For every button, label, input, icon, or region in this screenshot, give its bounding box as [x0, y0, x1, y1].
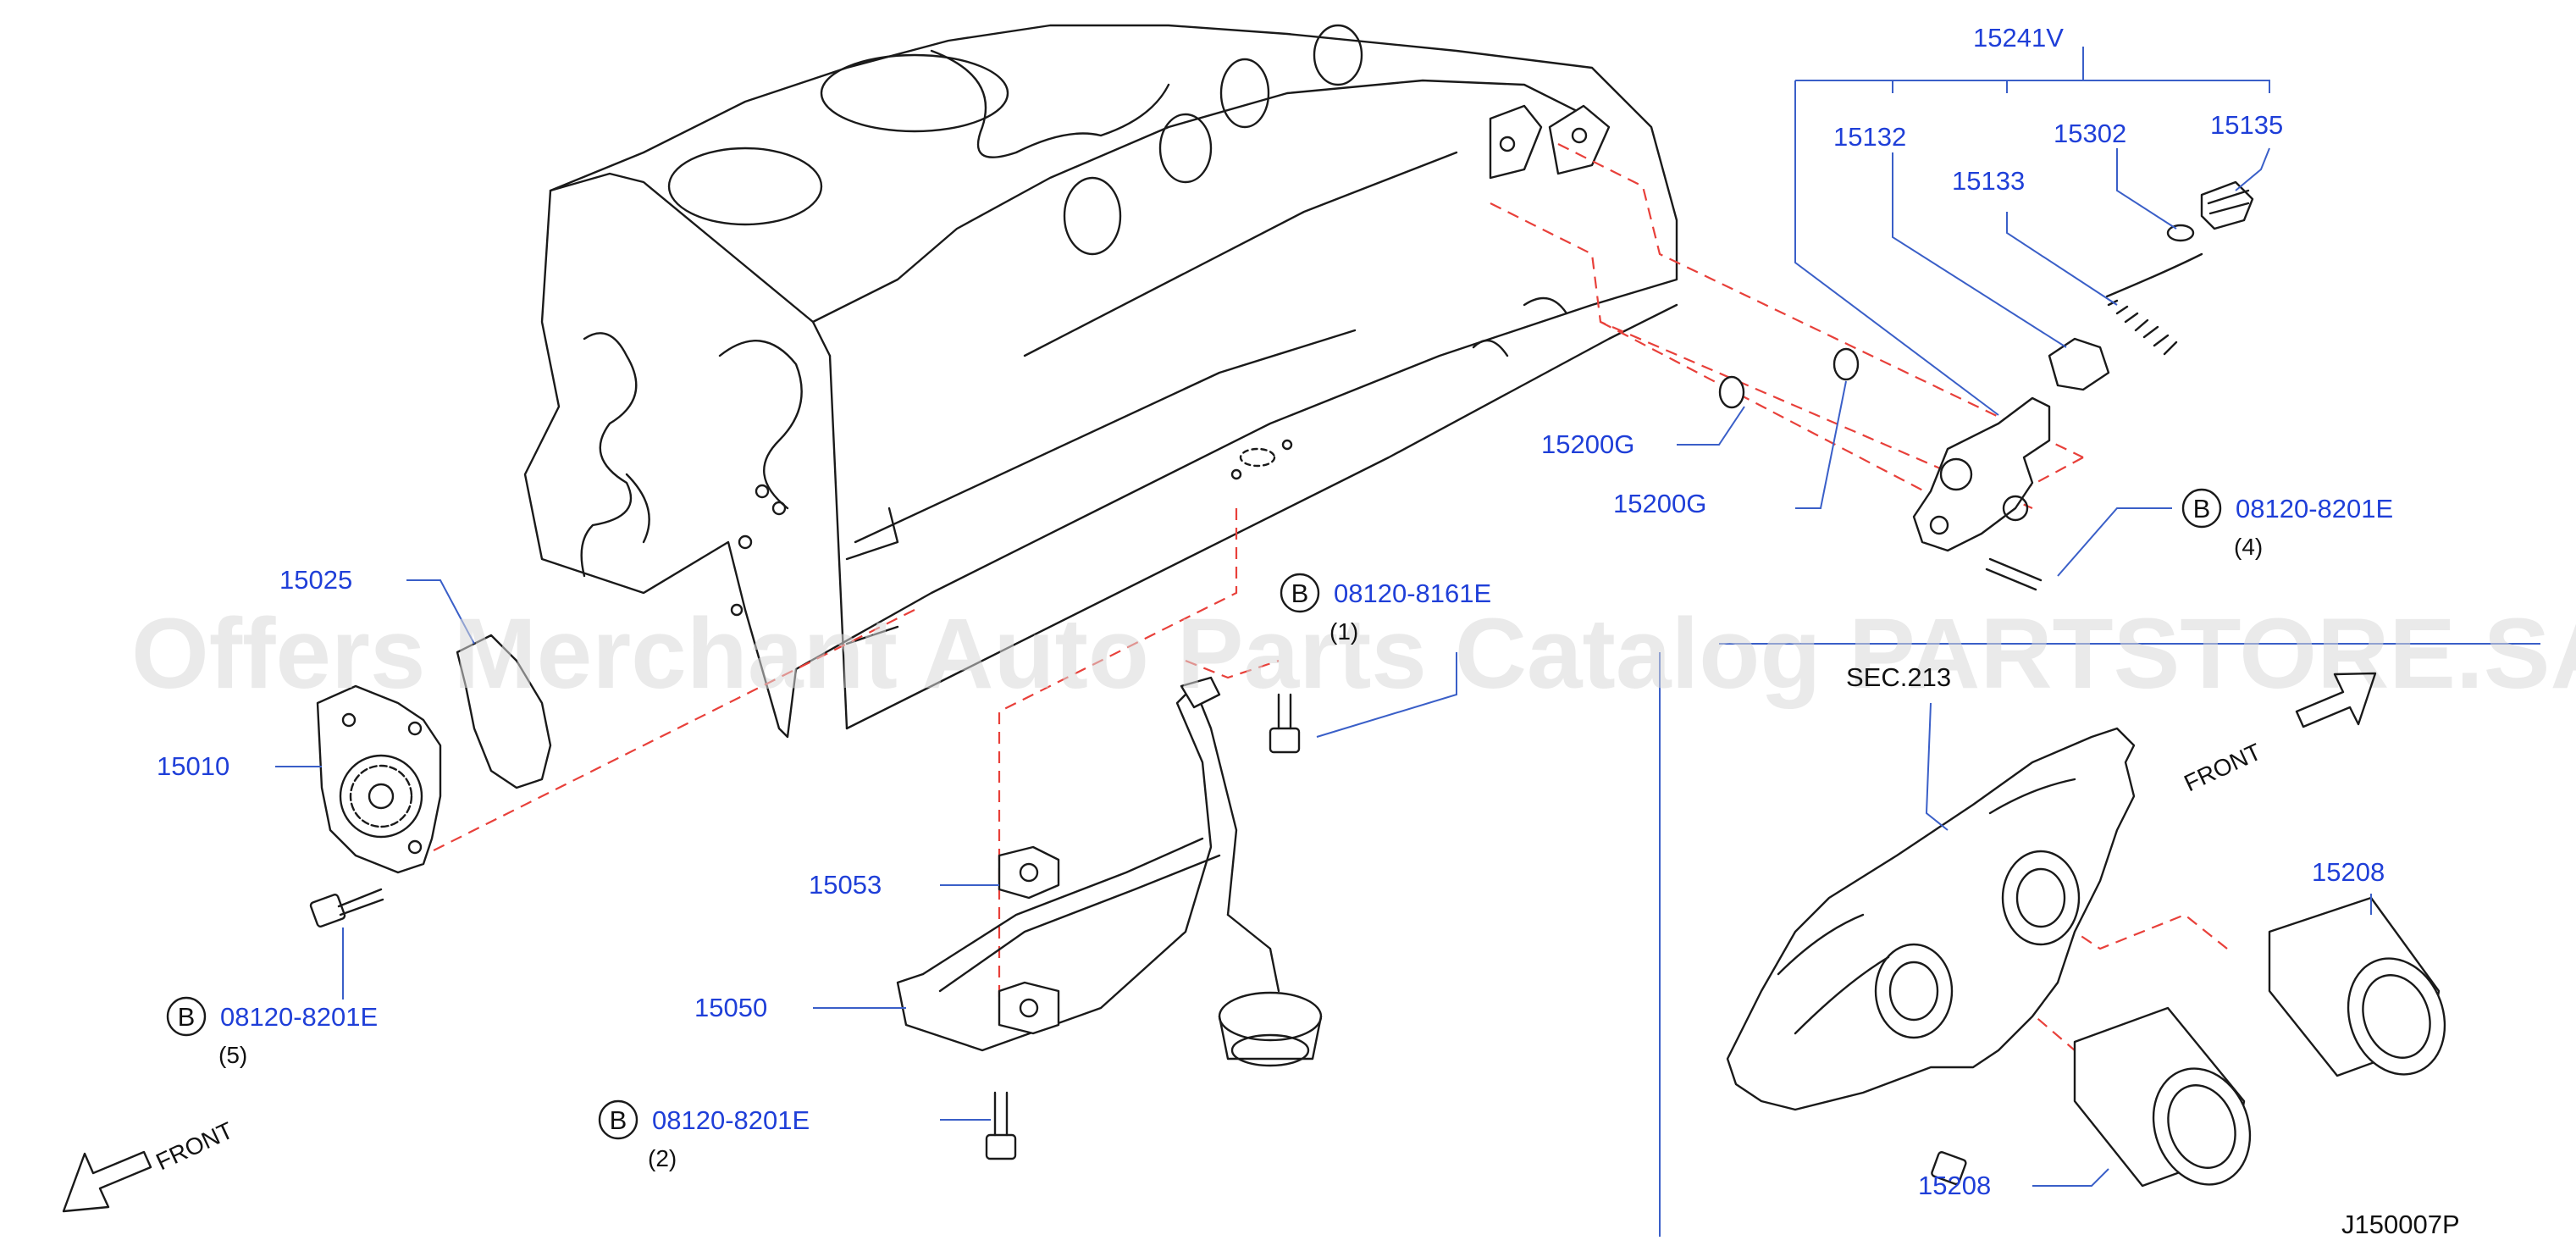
- diagram-code: J150007P: [2341, 1210, 2460, 1239]
- label-15010[interactable]: 15010: [157, 751, 229, 781]
- front-label-right: FRONT: [2180, 739, 2265, 797]
- label-15050[interactable]: 15050: [694, 993, 767, 1022]
- section-ref-label[interactable]: SEC.213: [1846, 662, 1951, 692]
- engine-block: [523, 24, 1678, 739]
- front-arrow-left: FRONT: [62, 1117, 237, 1213]
- bolt-b1-graphic: [1269, 693, 1301, 754]
- label-15135[interactable]: 15135: [2210, 110, 2283, 140]
- label-15025[interactable]: 15025: [279, 565, 352, 595]
- label-15133[interactable]: 15133: [1952, 166, 2025, 196]
- svg-text:B: B: [1291, 579, 1309, 608]
- label-bolt-b5[interactable]: 08120-8201E: [220, 1002, 378, 1032]
- label-bolt-b1[interactable]: 08120-8161E: [1334, 579, 1491, 608]
- bolt-b2-graphic: [985, 1091, 1017, 1160]
- bolt-symbol-b5: B: [166, 996, 207, 1037]
- oil-filter-15208-upper: [2268, 896, 2446, 1077]
- bolt-symbol-b1: B: [1280, 573, 1320, 613]
- plug-15200G-graphics: [1718, 347, 1860, 409]
- svg-text:B: B: [178, 1002, 196, 1032]
- label-15241V[interactable]: 15241V: [1973, 23, 2064, 53]
- label-bolt-b4[interactable]: 08120-8201E: [2236, 494, 2393, 523]
- bolt-b4-graphic: [1931, 557, 2043, 1186]
- label-15200G-b[interactable]: 15200G: [1613, 489, 1706, 518]
- relief-valve-assembly: [1912, 180, 2254, 552]
- label-15200G-a[interactable]: 15200G: [1541, 429, 1634, 459]
- label-15208-b[interactable]: 15208: [1918, 1171, 1991, 1200]
- leader-lines: [275, 47, 2372, 1187]
- bolt-symbol-b4: B: [2181, 488, 2222, 529]
- qty-bolt-b5: (5): [218, 1042, 247, 1068]
- section-divider: [1659, 643, 2540, 1237]
- oil-pump-15010: [316, 684, 442, 874]
- front-label-left: FRONT: [152, 1117, 237, 1176]
- svg-text:B: B: [2193, 494, 2211, 523]
- bolt-b5-graphic: [309, 888, 384, 928]
- qty-bolt-b1: (1): [1329, 618, 1358, 645]
- qty-bolt-b2: (2): [648, 1145, 677, 1171]
- filter-bracket: [1726, 727, 2136, 1111]
- label-15302[interactable]: 15302: [2054, 119, 2126, 148]
- label-15053[interactable]: 15053: [809, 870, 882, 900]
- gasket-15025: [456, 634, 552, 789]
- qty-bolt-b4: (4): [2234, 534, 2263, 560]
- gasket-15053: [998, 845, 1060, 900]
- svg-text:B: B: [610, 1105, 627, 1135]
- oil-strainer-15050: [896, 676, 1323, 1067]
- label-15132[interactable]: 15132: [1833, 122, 1906, 152]
- watermark-text: Offers Merchant Auto Parts Catalog PARTS…: [131, 598, 2576, 710]
- oil-filter-15208-lower: [2073, 1006, 2252, 1188]
- bolt-symbol-b2: B: [598, 1099, 638, 1140]
- label-bolt-b2[interactable]: 08120-8201E: [652, 1105, 810, 1135]
- label-15208-a[interactable]: 15208: [2312, 857, 2385, 887]
